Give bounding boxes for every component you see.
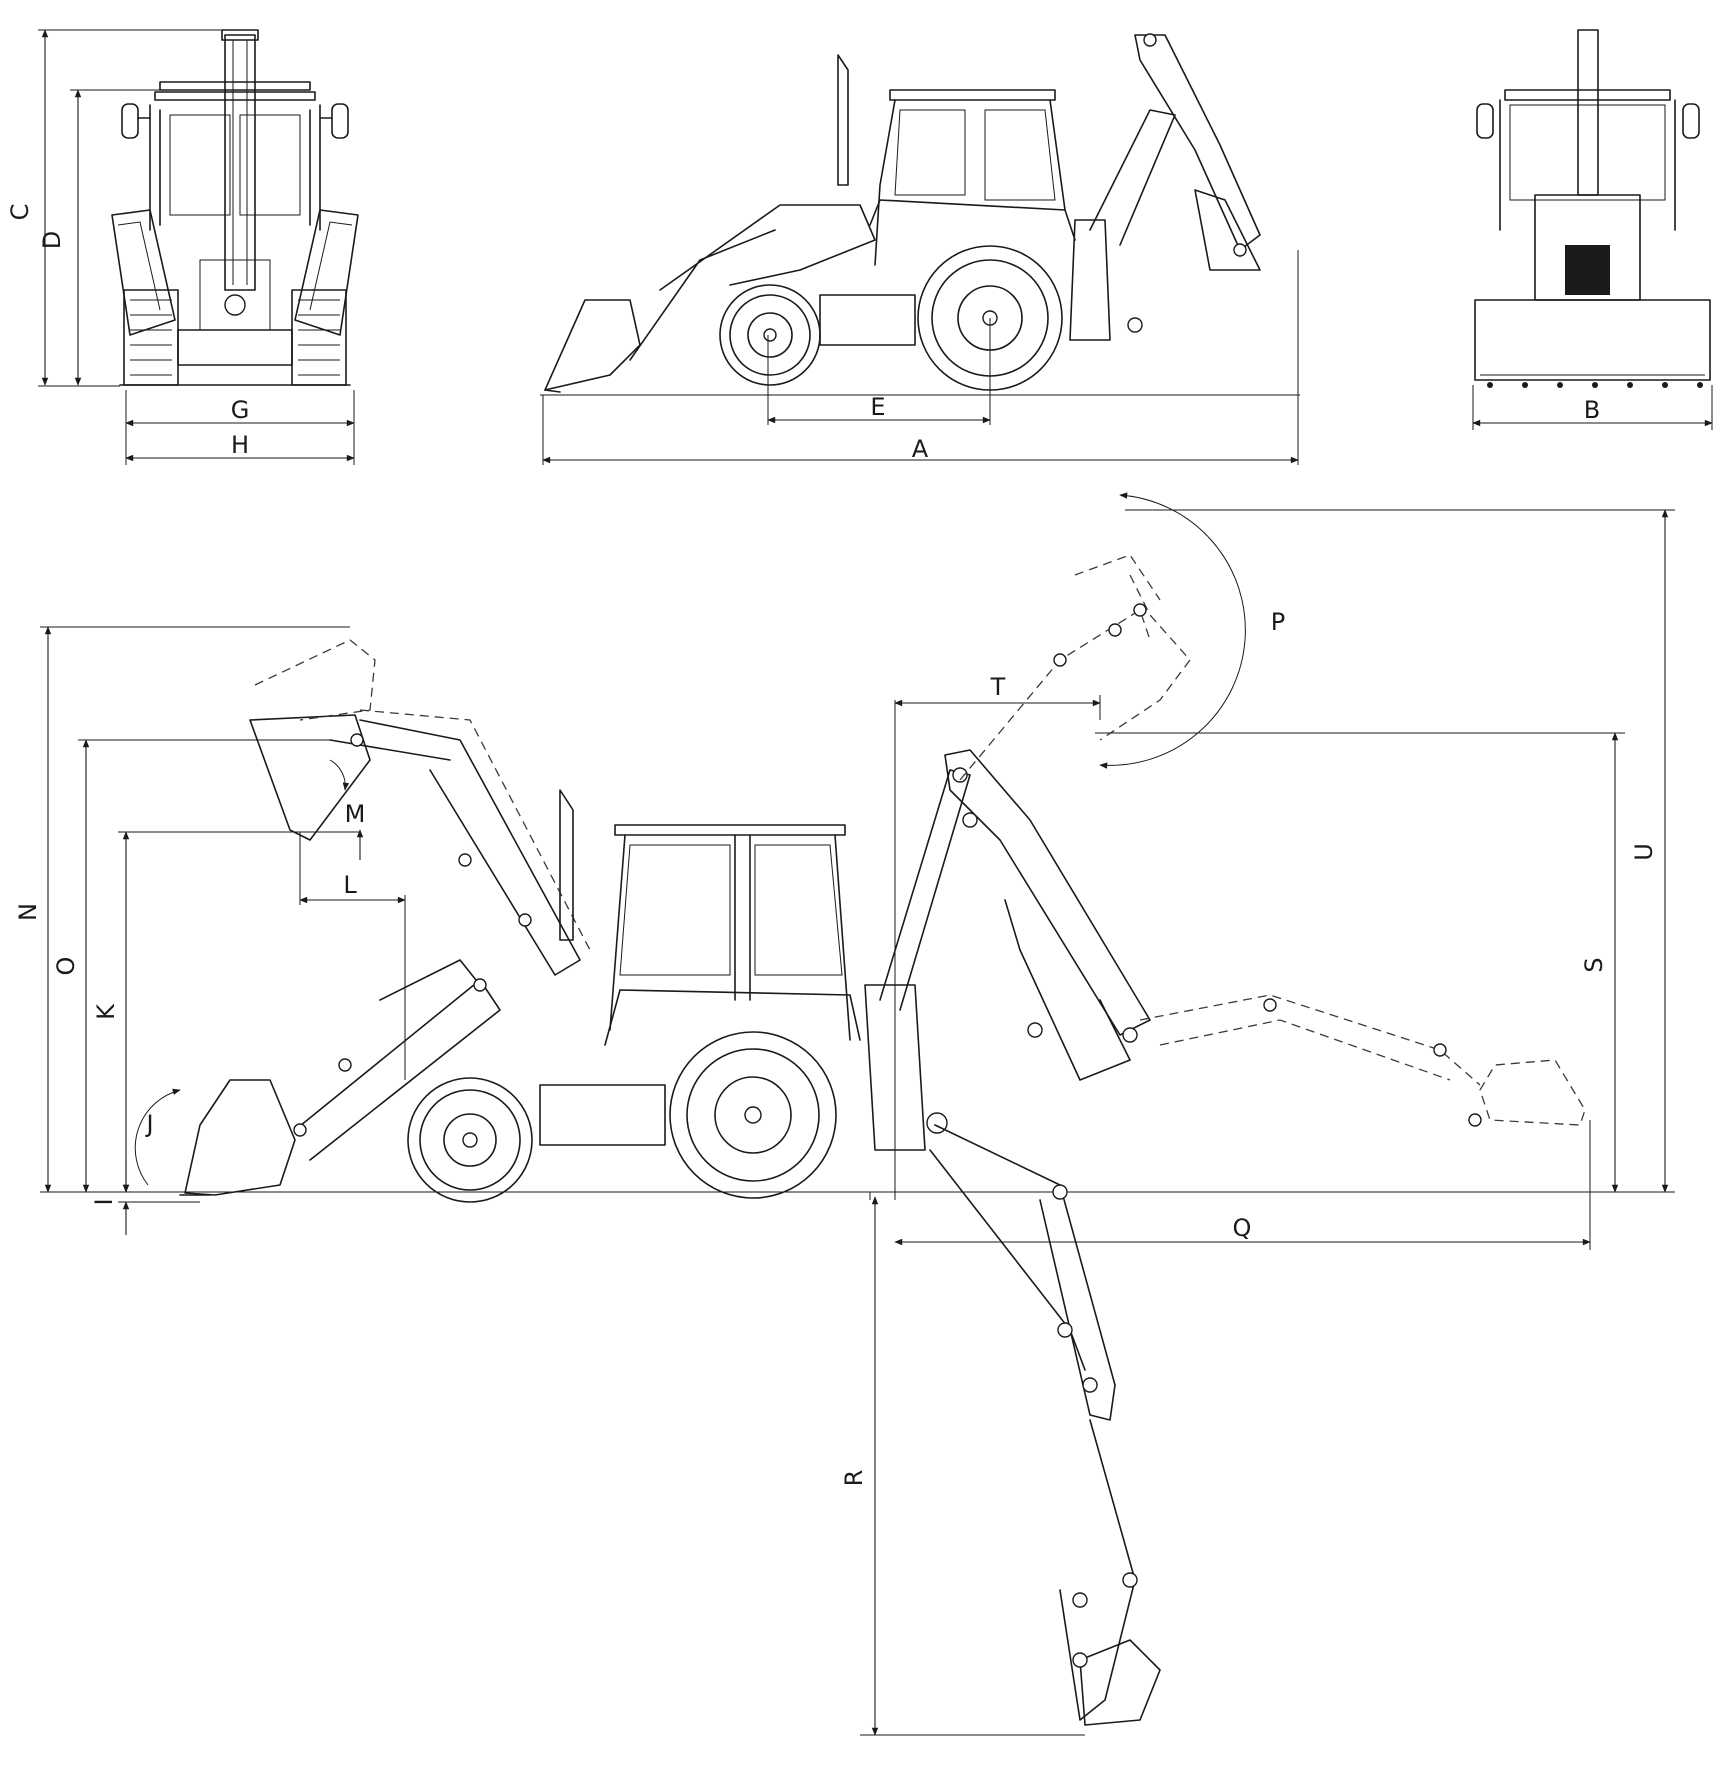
dim-label-P: P — [1271, 608, 1285, 636]
dim-label-T: T — [990, 673, 1006, 701]
dimension-labels: C D G H E A B N O K I J L M P T U S Q R — [6, 204, 1658, 1487]
dim-label-G: G — [231, 396, 250, 424]
dim-label-J: J — [144, 1110, 153, 1138]
dim-label-L: L — [343, 871, 357, 899]
dim-label-N: N — [14, 903, 42, 921]
rear-view — [1472, 29, 1713, 430]
dim-label-H: H — [231, 431, 249, 459]
dim-label-S: S — [1580, 957, 1608, 972]
dim-label-U: U — [1630, 843, 1658, 861]
dim-label-E: E — [870, 393, 885, 421]
dim-label-R: R — [840, 1470, 868, 1487]
dim-label-D: D — [38, 231, 66, 249]
front-view — [38, 29, 359, 465]
dim-label-K: K — [92, 1003, 120, 1020]
side-view — [540, 33, 1300, 465]
dim-label-M: M — [345, 800, 366, 828]
dim-label-I: I — [90, 1198, 118, 1205]
dim-label-O: O — [52, 957, 80, 976]
dim-label-A: A — [912, 435, 929, 463]
dim-label-B: B — [1584, 396, 1600, 424]
working-range-view — [40, 492, 1675, 1736]
dim-label-C: C — [6, 204, 34, 221]
dim-label-Q: Q — [1233, 1214, 1252, 1242]
